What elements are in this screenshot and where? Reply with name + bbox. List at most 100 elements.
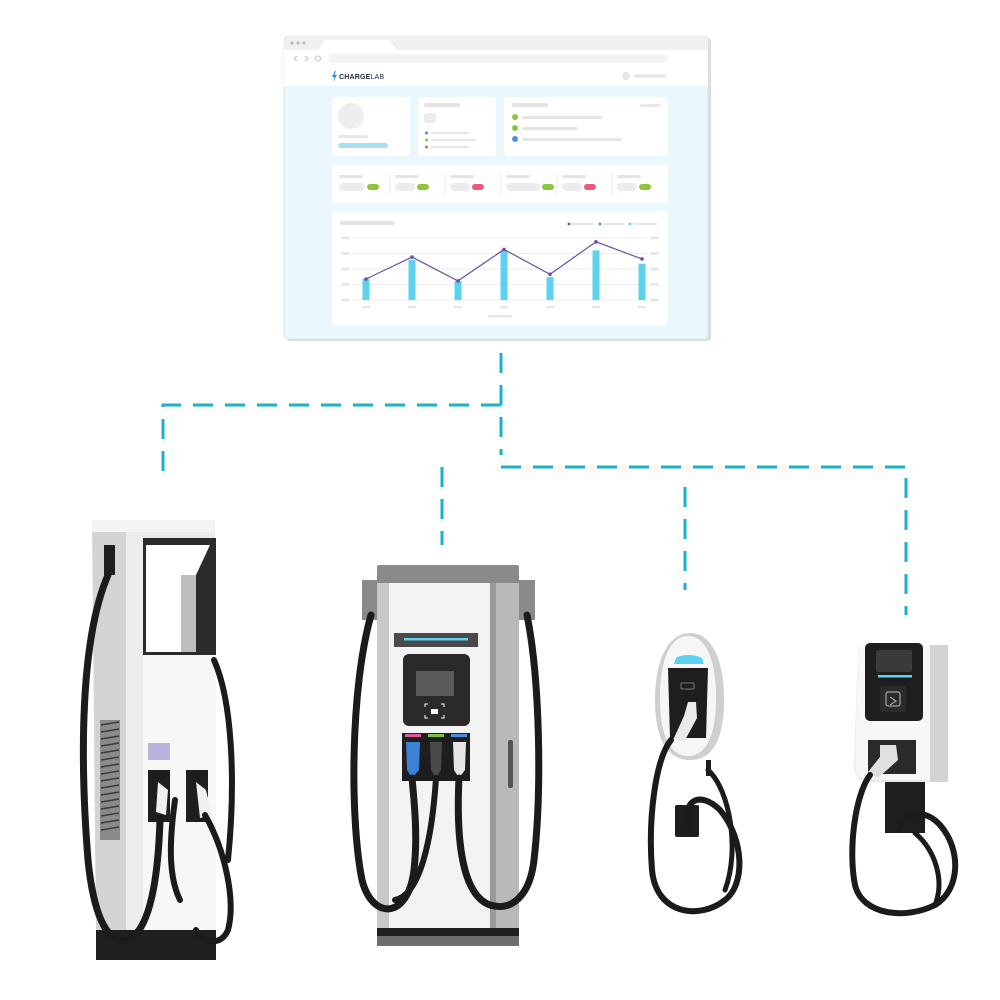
stat-label-placeholder: [617, 175, 641, 178]
charging-cable: [912, 830, 942, 908]
link-bus: [501, 465, 908, 615]
x-tick: [546, 306, 554, 309]
user-name-placeholder[interactable]: [634, 74, 666, 78]
chart-bar[interactable]: [362, 279, 370, 300]
chademo-connector[interactable]: [430, 742, 442, 778]
display-screen[interactable]: [416, 671, 454, 696]
chart-point[interactable]: [548, 272, 552, 277]
charging-cable: [705, 767, 735, 893]
back-icon[interactable]: [293, 55, 298, 62]
chart-bar[interactable]: [408, 259, 416, 300]
window-dot-icon[interactable]: [290, 41, 294, 45]
summary-card[interactable]: [418, 97, 496, 156]
charging-cable: [392, 775, 439, 903]
y-tick-right: [650, 283, 659, 286]
status-pill: [639, 184, 651, 190]
cable-hook-right: [517, 580, 535, 620]
y-tick-left: [341, 298, 350, 302]
chart-bar[interactable]: [546, 277, 554, 300]
plug-connector-icon[interactable]: [674, 702, 697, 742]
stat-item[interactable]: [611, 172, 651, 196]
rfid-icon[interactable]: [680, 682, 695, 690]
network-connections: [161, 353, 908, 615]
profile-progress-bar: [338, 143, 388, 148]
charger-top-cap: [377, 565, 519, 583]
legend-dot-icon: [628, 222, 632, 226]
x-tick: [362, 306, 370, 309]
stat-item[interactable]: [500, 172, 554, 196]
display-screen[interactable]: [876, 650, 912, 672]
cable-hook-left: [362, 580, 380, 620]
plug-connector-icon[interactable]: [196, 782, 212, 818]
chart-card[interactable]: [332, 211, 668, 325]
stat-label-placeholder: [562, 175, 586, 178]
card-tap-icon[interactable]: [885, 691, 901, 707]
y-tick-right: [650, 236, 659, 240]
x-axis-label-placeholder: [488, 315, 512, 318]
door-handle[interactable]: [508, 740, 513, 788]
status-pill: [542, 184, 554, 190]
chart-bar[interactable]: [592, 250, 600, 300]
dc-fast-charger-tall[interactable]: [79, 520, 235, 960]
y-tick-right: [650, 298, 659, 302]
chart-point[interactable]: [594, 240, 598, 244]
y-tick-left: [341, 236, 350, 240]
address-bar[interactable]: [328, 54, 668, 63]
status-dot-icon: [425, 131, 428, 135]
stat-value-placeholder: [450, 183, 470, 191]
chart-point[interactable]: [640, 257, 644, 261]
stat-item[interactable]: [556, 172, 596, 196]
status-online-icon: [512, 125, 518, 131]
status-title-placeholder: [512, 103, 548, 107]
chart-bar[interactable]: [500, 250, 508, 300]
x-tick: [638, 306, 646, 309]
x-tick: [454, 306, 462, 309]
stat-label-placeholder: [339, 175, 363, 178]
stat-item[interactable]: [339, 175, 379, 191]
legend-dot-icon: [598, 222, 602, 226]
vent-slats: [100, 721, 120, 831]
status-card[interactable]: [504, 97, 668, 156]
window-dot-icon[interactable]: [302, 41, 306, 45]
stat-item[interactable]: [389, 172, 429, 196]
y-tick-left: [341, 283, 350, 286]
chart-bar[interactable]: [638, 263, 646, 300]
chart-plot-area: [341, 236, 659, 309]
browser-tab[interactable]: [318, 40, 397, 50]
dc-fast-charger-triple[interactable]: [350, 565, 543, 946]
chart-point[interactable]: [410, 255, 414, 259]
status-charging-icon: [512, 136, 518, 142]
status-dot-icon: [425, 145, 428, 149]
ac-connector[interactable]: [453, 742, 466, 778]
chart-point[interactable]: [502, 247, 506, 252]
charging-cable: [849, 772, 959, 917]
chart-legend: [567, 222, 657, 226]
ccs-connector-blue[interactable]: [406, 742, 420, 778]
summary-value-placeholder: [424, 113, 436, 123]
plug-connector-icon[interactable]: [156, 782, 168, 815]
brand-word-charge: CHARGE: [339, 74, 371, 81]
y-tick-right: [650, 267, 659, 271]
ac-wallbox-charger[interactable]: [647, 633, 743, 915]
charging-cable: [167, 797, 183, 903]
window-dot-icon[interactable]: [296, 41, 300, 45]
x-tick: [592, 306, 600, 309]
charging-cable: [350, 611, 420, 913]
ac-wallbox-charger-rfid[interactable]: [849, 643, 959, 917]
reload-icon[interactable]: [315, 55, 321, 62]
app-header: [284, 66, 708, 86]
brand-word-lab: LAB: [371, 74, 385, 81]
status-pill: [417, 184, 429, 190]
avatar[interactable]: [622, 72, 630, 80]
forward-icon[interactable]: [304, 55, 309, 62]
chart-bar[interactable]: [454, 280, 462, 300]
chart-point[interactable]: [364, 277, 368, 281]
charging-cable: [79, 571, 164, 945]
cable-hook: [104, 545, 115, 575]
stat-item[interactable]: [444, 172, 484, 196]
rfid-reader-icon[interactable]: [424, 703, 445, 719]
chart-point[interactable]: [456, 279, 460, 283]
plug-connector-icon[interactable]: [868, 745, 898, 778]
display-screen[interactable]: [148, 743, 170, 760]
